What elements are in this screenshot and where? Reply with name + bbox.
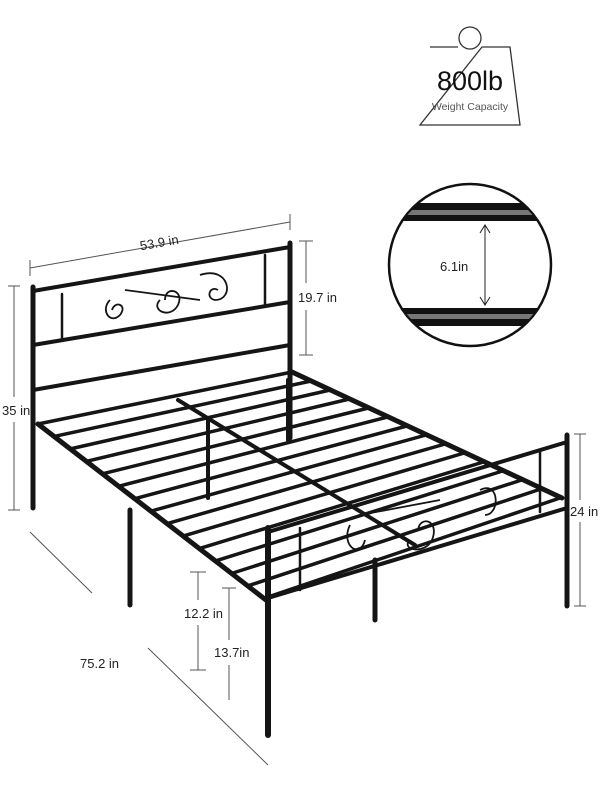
length-dimension: 75.2 in bbox=[29, 531, 269, 766]
side-rail-right bbox=[289, 369, 565, 501]
clearance-dimension: 12.2 in bbox=[184, 571, 223, 671]
slat bbox=[84, 397, 352, 464]
slat bbox=[182, 451, 467, 538]
rail-height-label: 13.7in bbox=[214, 645, 249, 660]
bed-frame bbox=[30, 240, 570, 738]
headboard-height-label: 19.7 in bbox=[298, 290, 337, 305]
total-height-label: 35 in bbox=[2, 403, 30, 418]
weight-capacity-badge: 800lb Weight Capacity bbox=[418, 26, 521, 126]
weight-value: 800lb bbox=[437, 66, 503, 96]
footboard-scroll bbox=[346, 487, 497, 551]
headboard-scroll bbox=[105, 272, 228, 320]
footboard-top-rail bbox=[266, 440, 569, 534]
rail-height-dimension: 13.7in bbox=[214, 587, 249, 700]
slat bbox=[101, 406, 371, 476]
slat bbox=[36, 370, 294, 426]
weight-caption: Weight Capacity bbox=[432, 101, 509, 113]
center-support bbox=[176, 398, 417, 547]
length-label: 75.2 in bbox=[80, 656, 119, 671]
slat bbox=[52, 379, 313, 439]
footboard-height-label: 24 in bbox=[570, 504, 598, 519]
gap-label: 6.1in bbox=[440, 259, 468, 274]
slat bbox=[214, 469, 505, 563]
slat bbox=[165, 442, 447, 526]
footboard-height-dimension: 24 in bbox=[570, 433, 598, 607]
side-rail-left bbox=[35, 421, 269, 603]
clearance-label: 12.2 in bbox=[184, 606, 223, 621]
slat bbox=[149, 433, 428, 513]
headboard-height-dimension: 19.7 in bbox=[298, 240, 337, 356]
slat bbox=[247, 487, 543, 588]
headboard-top-rail bbox=[31, 245, 292, 293]
slat-gap-detail: 6.1in bbox=[387, 182, 553, 348]
headboard-lower-rail bbox=[31, 343, 292, 392]
total-height-dimension: 35 in bbox=[2, 285, 30, 511]
width-label: 53.9 in bbox=[139, 232, 180, 254]
slat bbox=[230, 478, 524, 575]
footboard-rail bbox=[266, 506, 569, 600]
slat bbox=[133, 424, 409, 501]
slat bbox=[263, 496, 562, 600]
weight-hook-icon bbox=[458, 26, 482, 50]
slat bbox=[198, 460, 486, 551]
headboard-rail bbox=[31, 300, 292, 347]
width-dimension: 53.9 in bbox=[29, 214, 291, 276]
slat bbox=[117, 415, 390, 488]
